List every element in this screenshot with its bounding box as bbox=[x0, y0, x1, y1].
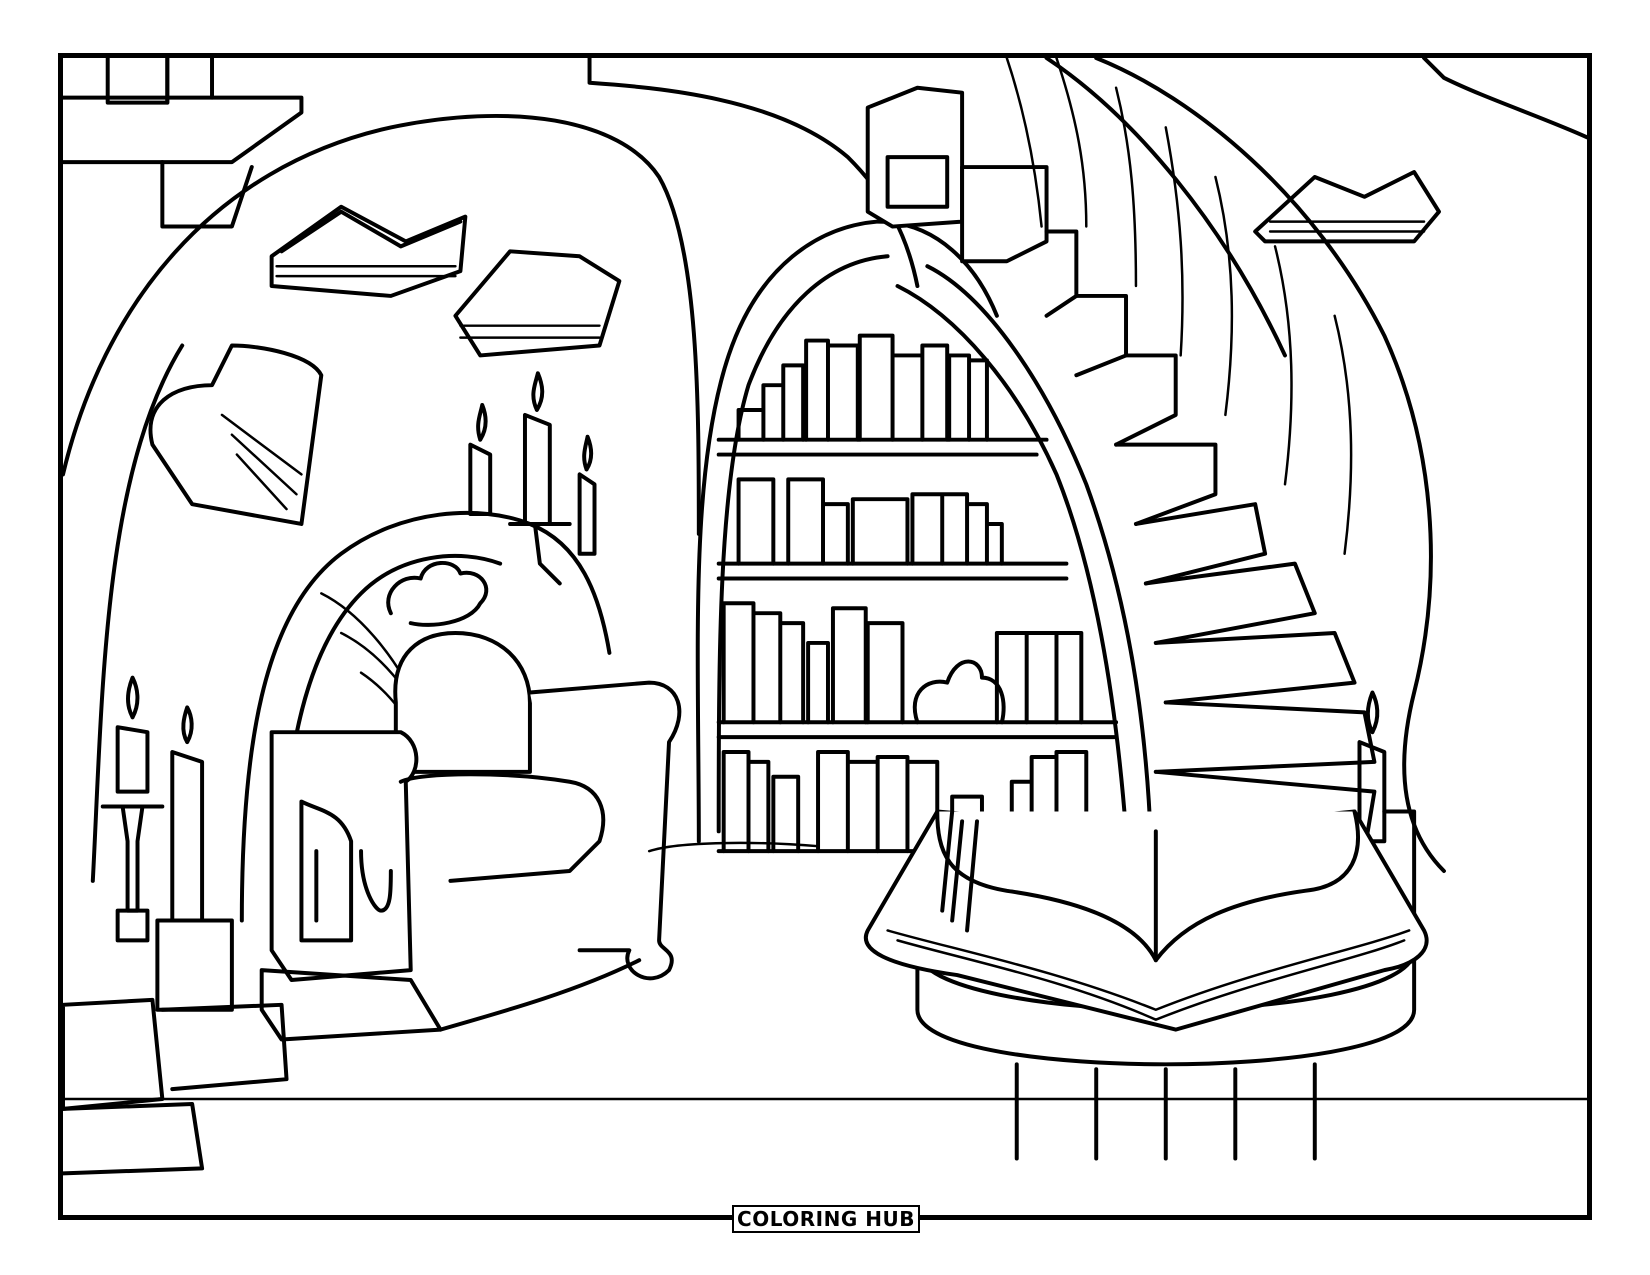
library-illustration bbox=[63, 58, 1587, 1176]
bookshelf bbox=[716, 333, 1148, 854]
open-book bbox=[864, 809, 1429, 1032]
candelabra bbox=[468, 371, 597, 586]
stone-wall bbox=[63, 58, 304, 229]
spiral-staircase bbox=[865, 58, 1587, 873]
coloring-hub-watermark: COLORING HUB bbox=[732, 1205, 920, 1233]
candle-right bbox=[1357, 690, 1417, 923]
illustration-frame bbox=[58, 53, 1592, 1220]
armchair bbox=[239, 510, 682, 1042]
candles-left bbox=[63, 675, 289, 1176]
floating-books bbox=[148, 170, 1441, 526]
